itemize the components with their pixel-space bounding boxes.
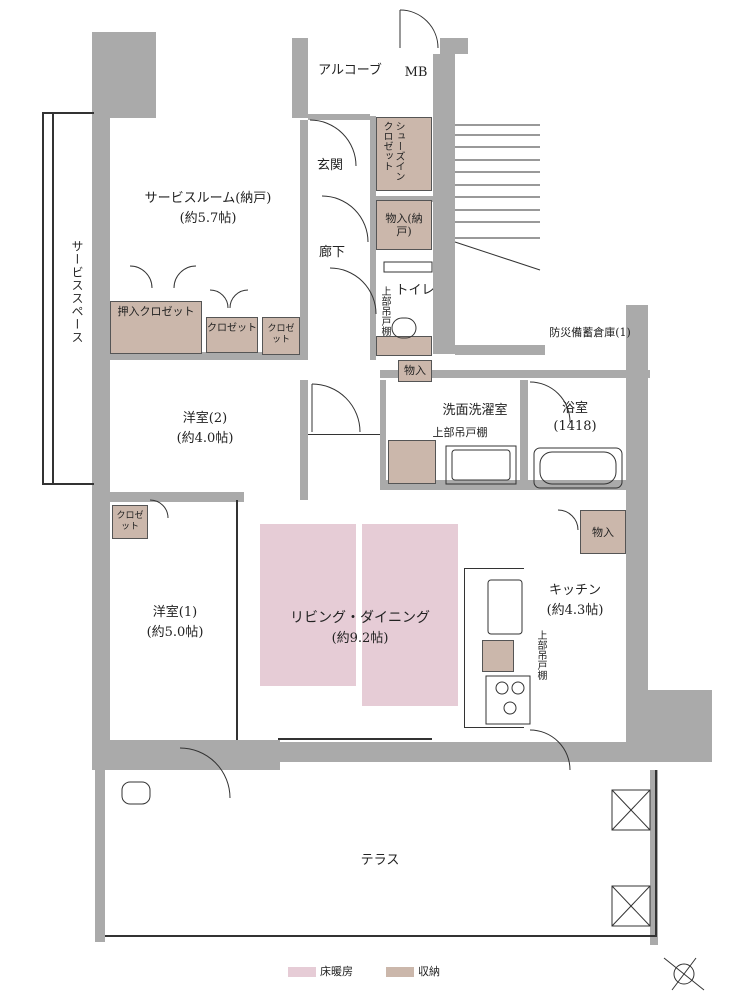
- floor-heating-area: [362, 524, 458, 706]
- room-label-living: リビング・ダイニング: [290, 610, 430, 626]
- partition-line: [308, 434, 380, 435]
- upper-shelf-kitchen: 上部吊戸棚: [535, 630, 546, 680]
- room-label-disaster-storage: 防災備蓄倉庫(1): [549, 326, 631, 339]
- legend-swatch-floor-heating: [288, 967, 316, 977]
- room-label-entrance: 玄関: [316, 158, 343, 173]
- label-shoes-in-closet: シューズインクロゼット: [381, 121, 404, 181]
- room-size-kitchen: (約4.3帖): [546, 603, 604, 618]
- room-label-service-space: サービススペース: [70, 240, 84, 344]
- kitchen-counter: [464, 568, 524, 569]
- room-size-bath: (1418): [553, 419, 597, 434]
- room-label-washroom: 洗面洗濯室: [442, 403, 508, 418]
- room-label-service-room: サービスルーム(納戸): [144, 191, 272, 206]
- floor-heating-area: [260, 524, 356, 686]
- terrace-outline: [655, 770, 657, 937]
- label-clo-zet-b: クロゼット: [116, 511, 144, 532]
- label-monoire-toilet: 物入: [404, 364, 426, 377]
- wall: [380, 380, 386, 490]
- room-label-alcove: アルコーブ: [318, 63, 382, 78]
- service-space-rail: [42, 112, 44, 484]
- window-line: [278, 738, 432, 740]
- room-label-hallway: 廊下: [318, 245, 345, 260]
- service-space-rail: [52, 112, 54, 484]
- wall: [380, 370, 650, 378]
- wall: [520, 380, 528, 488]
- wall: [650, 770, 658, 945]
- wall: [455, 345, 545, 355]
- label-oshiire-closet: 押入クロゼット: [117, 305, 195, 318]
- monoire-toilet: [398, 360, 432, 382]
- oshiire-closet: [110, 301, 202, 354]
- terrace-outline: [105, 935, 655, 937]
- label-clo-zet-a: クロゼット: [267, 324, 295, 345]
- wall: [95, 768, 105, 942]
- legend-label-floor-heating: 床暖房: [320, 965, 353, 978]
- legend-label-storage: 収納: [418, 965, 440, 978]
- toilet-shelf: [376, 336, 432, 356]
- storage-nando: [376, 200, 432, 250]
- wall: [300, 120, 308, 360]
- upper-shelf-toilet: 上部吊戸棚: [379, 286, 390, 336]
- room-size-living: (約9.2帖): [331, 631, 389, 646]
- label-storage-nando: 物入(納戸): [385, 212, 423, 238]
- label-closet: クロゼット: [207, 323, 257, 334]
- label-monoire-kitchen: 物入: [592, 526, 614, 539]
- wall: [292, 38, 308, 118]
- shoes-in-closet: [376, 117, 432, 191]
- room-label-western2: 洋室(2): [182, 411, 228, 426]
- clo-zet-a: [262, 317, 300, 355]
- legend-swatch-storage: [386, 967, 414, 977]
- room-size-western1: (約5.0帖): [146, 625, 204, 640]
- service-space-rail: [42, 483, 94, 485]
- room-size-western2: (約4.0帖): [176, 431, 234, 446]
- wall: [380, 480, 626, 490]
- wall: [433, 54, 455, 354]
- wall: [300, 380, 308, 500]
- kitchen-counter: [464, 568, 465, 728]
- wall: [370, 116, 376, 360]
- upper-shelf-washroom: 上部吊戸棚: [432, 426, 488, 439]
- wall: [110, 352, 302, 360]
- wall: [92, 32, 156, 118]
- washroom-shelf: [388, 440, 436, 484]
- room-label-bath: 浴室: [561, 401, 588, 416]
- room-size-service-room: (約5.7帖): [179, 211, 237, 226]
- wall: [370, 196, 434, 202]
- room-label-mb: MB: [404, 65, 428, 80]
- room-label-toilet: トイレ: [395, 283, 435, 298]
- kitchen-shelf: [482, 640, 514, 672]
- monoire-kitchen: [580, 510, 626, 554]
- wall: [110, 492, 244, 502]
- wall: [440, 38, 468, 54]
- kitchen-counter: [464, 727, 524, 728]
- wall: [240, 742, 712, 762]
- room-label-kitchen: キッチン: [548, 583, 601, 598]
- clo-zet-b: [112, 505, 148, 539]
- wall: [626, 305, 648, 375]
- wall: [648, 690, 712, 745]
- partition-line: [236, 500, 238, 740]
- wall: [308, 114, 370, 120]
- wall: [92, 118, 110, 770]
- room-label-terrace: テラス: [360, 853, 400, 868]
- wall: [626, 375, 648, 745]
- room-label-western1: 洋室(1): [152, 605, 198, 620]
- closet: [206, 317, 258, 353]
- service-space-rail: [42, 112, 94, 114]
